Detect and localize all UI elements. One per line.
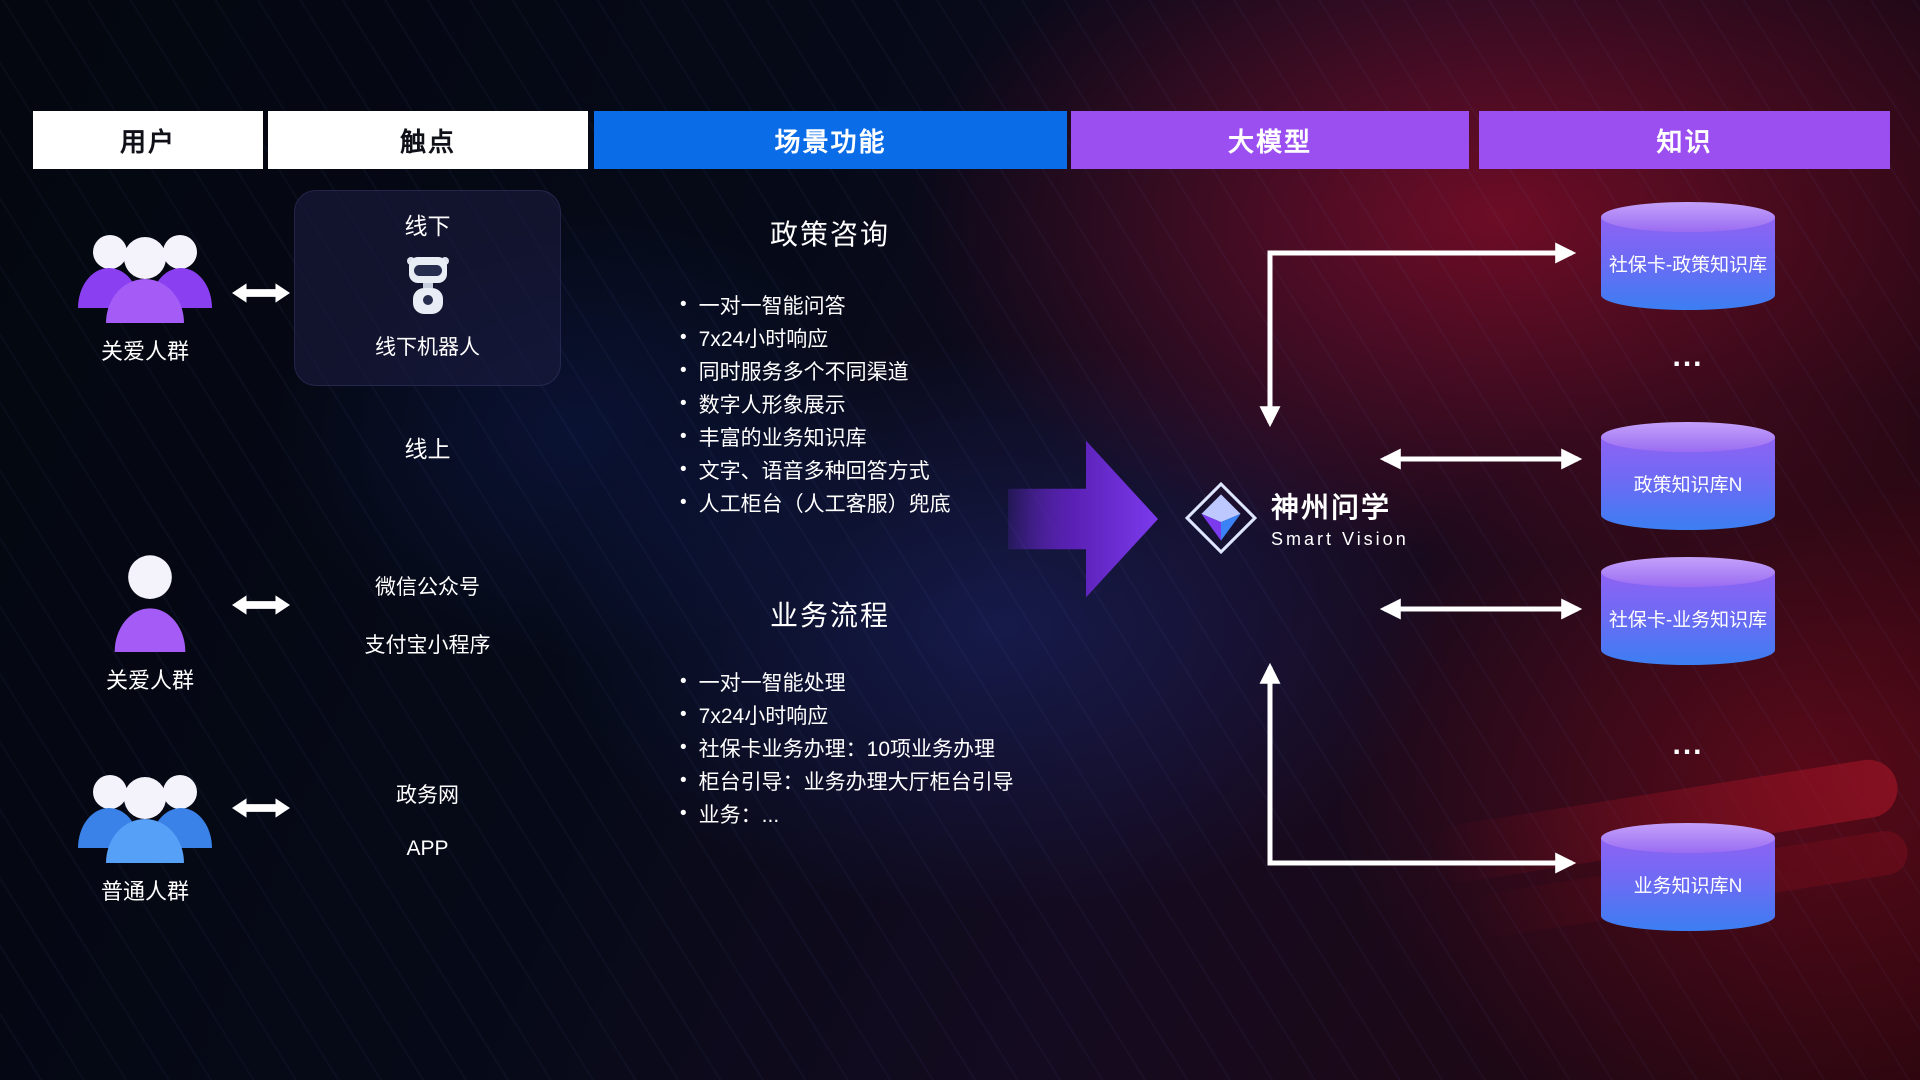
- app-label: APP: [406, 837, 449, 860]
- bullet-item: 社保卡业务办理：10项业务办理: [680, 731, 1014, 764]
- elbow-arrow-bottom: [1259, 662, 1577, 874]
- section-title-business: 业务流程: [769, 600, 890, 631]
- bullet-item: 一对一智能问答: [680, 288, 951, 321]
- gov-web-label: 政务网: [396, 784, 459, 807]
- cylinder-body: [1601, 838, 1775, 931]
- knowledge-db-policy-social: 社保卡-政策知识库: [1601, 202, 1775, 310]
- knowledge-db-label: 政策知识库N: [1633, 475, 1743, 497]
- alipay-label: 支付宝小程序: [364, 634, 491, 657]
- group-users-icon: [78, 775, 212, 863]
- user-group-care-2: 关爱人群: [70, 548, 230, 695]
- section-title-policy: 政策咨询: [769, 219, 890, 250]
- user-group-care-1: 关爱人群: [65, 218, 225, 366]
- header-touchpoints: 触点: [268, 111, 588, 169]
- bullet-item: 数字人形象展示: [680, 387, 951, 420]
- brand-diamond-icon: [1185, 482, 1257, 554]
- bullet-item: 同时服务多个不同渠道: [680, 354, 951, 387]
- cylinder-body: [1601, 437, 1775, 530]
- brand-name: 神州问学: [1271, 492, 1392, 523]
- bullet-item: 文字、语音多种回答方式: [680, 453, 951, 486]
- user-group-general: 普通人群: [65, 758, 225, 906]
- knowledge-db-business-social: 社保卡-业务知识库: [1601, 557, 1775, 665]
- online-label: 线上: [404, 436, 451, 462]
- cylinder-cap: [1601, 422, 1775, 452]
- cylinder-cap: [1601, 202, 1775, 232]
- user-group-label: 关爱人群: [105, 668, 194, 693]
- bullet-text: 文字、语音多种回答方式: [698, 459, 930, 483]
- bullet-text: 7x24小时响应: [698, 704, 829, 728]
- bullet-text: 数字人形象展示: [698, 393, 846, 417]
- cylinder-body: [1601, 217, 1775, 310]
- bullet-item: 柜台引导：业务办理大厅柜台引导: [680, 764, 1014, 797]
- bidirectional-arrow-icon: [232, 283, 290, 303]
- bullet-text: 一对一智能处理: [698, 671, 846, 695]
- offline-robot-label: 线下机器人: [375, 336, 480, 359]
- knowledge-db-label: 业务知识库N: [1633, 876, 1743, 898]
- offline-title: 线下: [404, 213, 451, 239]
- header-users: 用户: [33, 111, 263, 169]
- bullet-item: 一对一智能处理: [680, 665, 1014, 698]
- knowledge-db-label: 社保卡-政策知识库: [1608, 255, 1768, 277]
- bullet-text: 7x24小时响应: [698, 327, 829, 351]
- policy-bullet-list: 一对一智能问答 7x24小时响应 同时服务多个不同渠道 数字人形象展示 丰富的业…: [680, 288, 951, 519]
- bullet-text: 柜台引导：业务办理大厅柜台引导: [698, 770, 1014, 794]
- brand-text-block: 神州问学 Smart Vision: [1271, 486, 1409, 550]
- wechat-label: 微信公众号: [375, 576, 480, 599]
- header-knowledge: 知识: [1479, 111, 1890, 169]
- offline-touchpoint-card: 线下 线下机器人: [294, 190, 561, 386]
- bullet-text: 人工柜台（人工客服）兜底: [698, 492, 951, 516]
- knowledge-db-business-n: 业务知识库N: [1601, 823, 1775, 931]
- bullet-item: 人工柜台（人工客服）兜底: [680, 486, 951, 519]
- header-scene-functions: 场景功能: [594, 111, 1067, 169]
- elbow-arrow-top: [1259, 242, 1577, 428]
- bidirectional-arrow-icon: [232, 798, 290, 818]
- bullet-text: 同时服务多个不同渠道: [698, 360, 909, 384]
- group-users-icon: [78, 235, 212, 323]
- cylinder-body: [1601, 572, 1775, 665]
- user-group-label: 普通人群: [100, 879, 189, 904]
- flow-arrow-to-model: [1008, 440, 1158, 598]
- header-large-model: 大模型: [1071, 111, 1469, 169]
- model-brand: 神州问学 Smart Vision: [1185, 482, 1409, 554]
- user-group-label: 关爱人群: [100, 339, 189, 364]
- cylinder-cap: [1601, 557, 1775, 587]
- bullet-text: 丰富的业务知识库: [698, 426, 867, 450]
- bullet-item: 7x24小时响应: [680, 321, 951, 354]
- robot-icon: [406, 257, 449, 314]
- knowledge-db-policy-n: 政策知识库N: [1601, 422, 1775, 530]
- bullet-text: 社保卡业务办理：10项业务办理: [698, 737, 996, 761]
- business-bullet-list: 一对一智能处理 7x24小时响应 社保卡业务办理：10项业务办理 柜台引导：业务…: [680, 665, 1014, 830]
- ellipsis-more-dbs: ...: [1672, 728, 1704, 761]
- bullet-text: 业务：...: [698, 803, 780, 827]
- bullet-item: 业务：...: [680, 797, 1014, 830]
- ellipsis-more-dbs: ...: [1672, 340, 1704, 373]
- bullet-item: 7x24小时响应: [680, 698, 1014, 731]
- single-user-icon: [114, 555, 186, 652]
- knowledge-db-label: 社保卡-业务知识库: [1608, 610, 1768, 632]
- bullet-item: 丰富的业务知识库: [680, 420, 951, 453]
- brand-subtitle: Smart Vision: [1271, 529, 1409, 549]
- bidirectional-arrow-icon: [232, 595, 290, 615]
- bullet-text: 一对一智能问答: [698, 294, 846, 318]
